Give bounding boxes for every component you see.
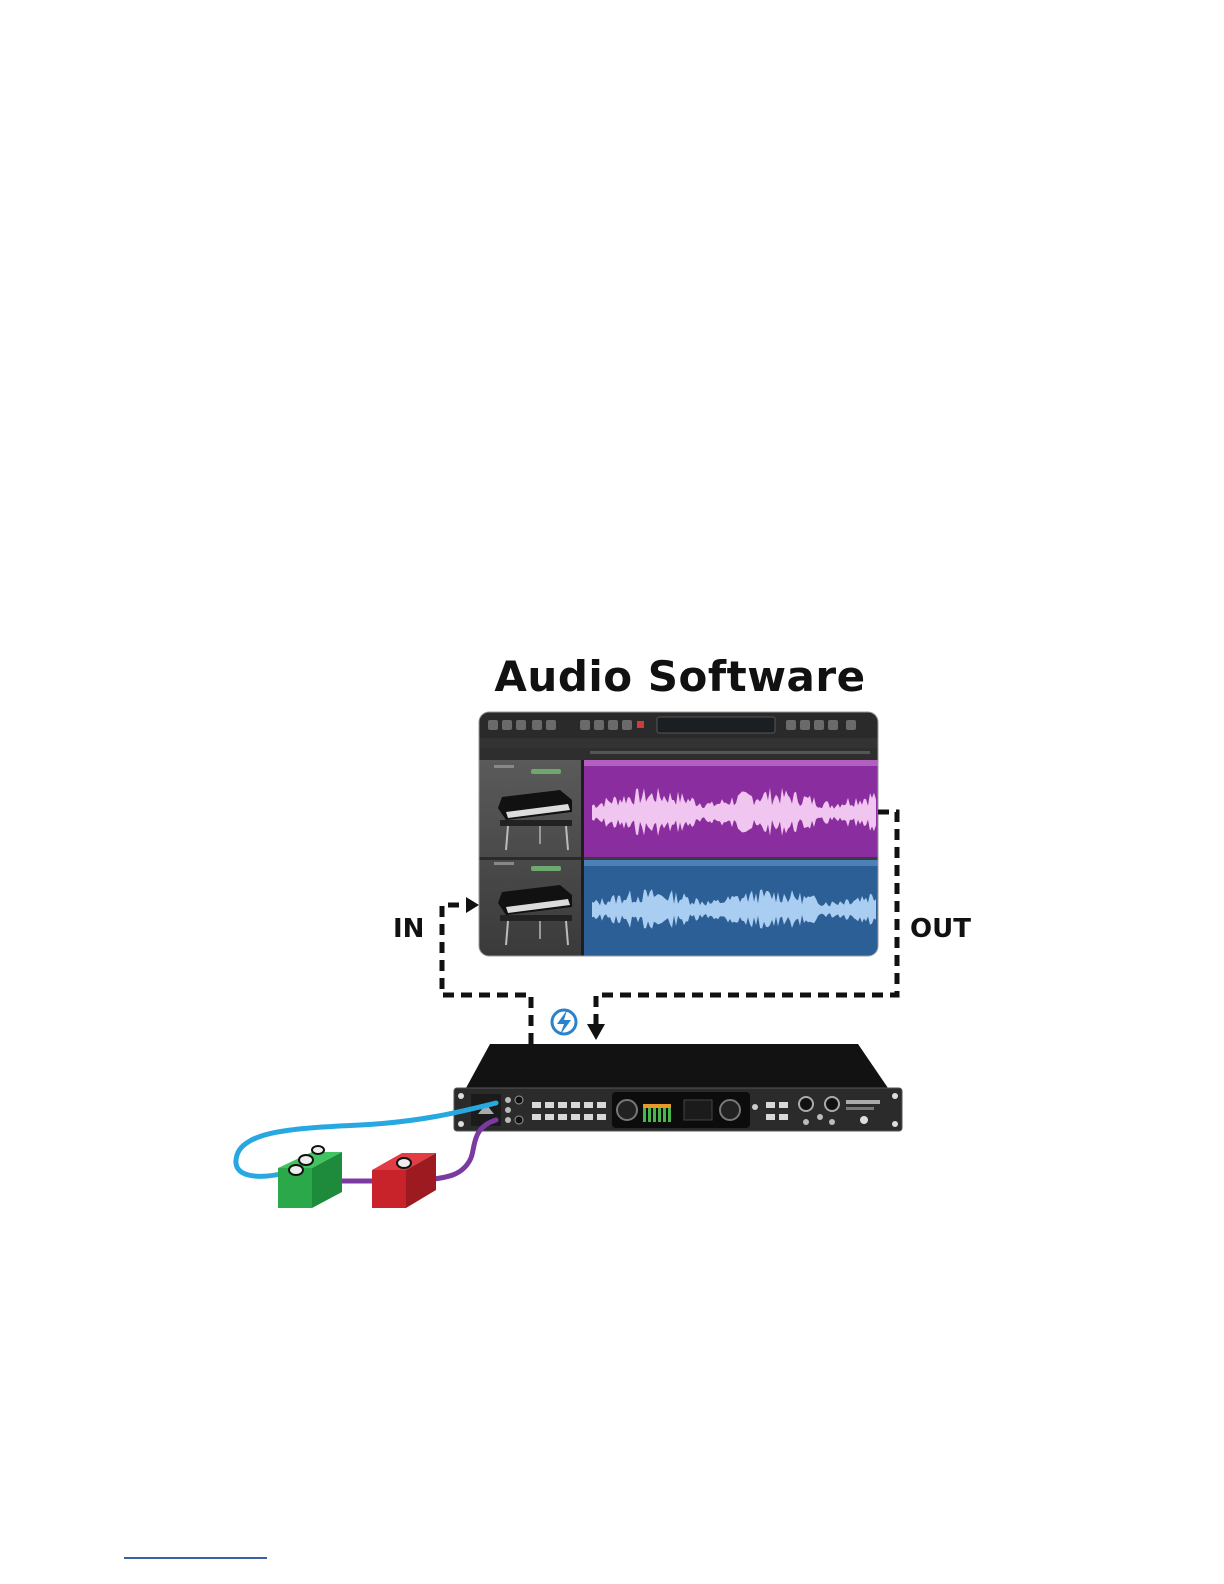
arrow-right-icon	[466, 897, 479, 913]
thunderbolt-icon	[551, 1010, 576, 1037]
daw-lcd-display	[657, 717, 775, 733]
pedal-red	[372, 1153, 436, 1208]
out-label: OUT	[910, 914, 971, 944]
cable-blue	[236, 1103, 496, 1176]
pedal-green	[278, 1146, 342, 1208]
in-label: IN	[393, 914, 424, 944]
daw-window	[479, 712, 878, 956]
arrow-down-icon	[587, 1024, 605, 1040]
audio-interface	[454, 1044, 902, 1131]
footnote-separator	[124, 1557, 267, 1559]
